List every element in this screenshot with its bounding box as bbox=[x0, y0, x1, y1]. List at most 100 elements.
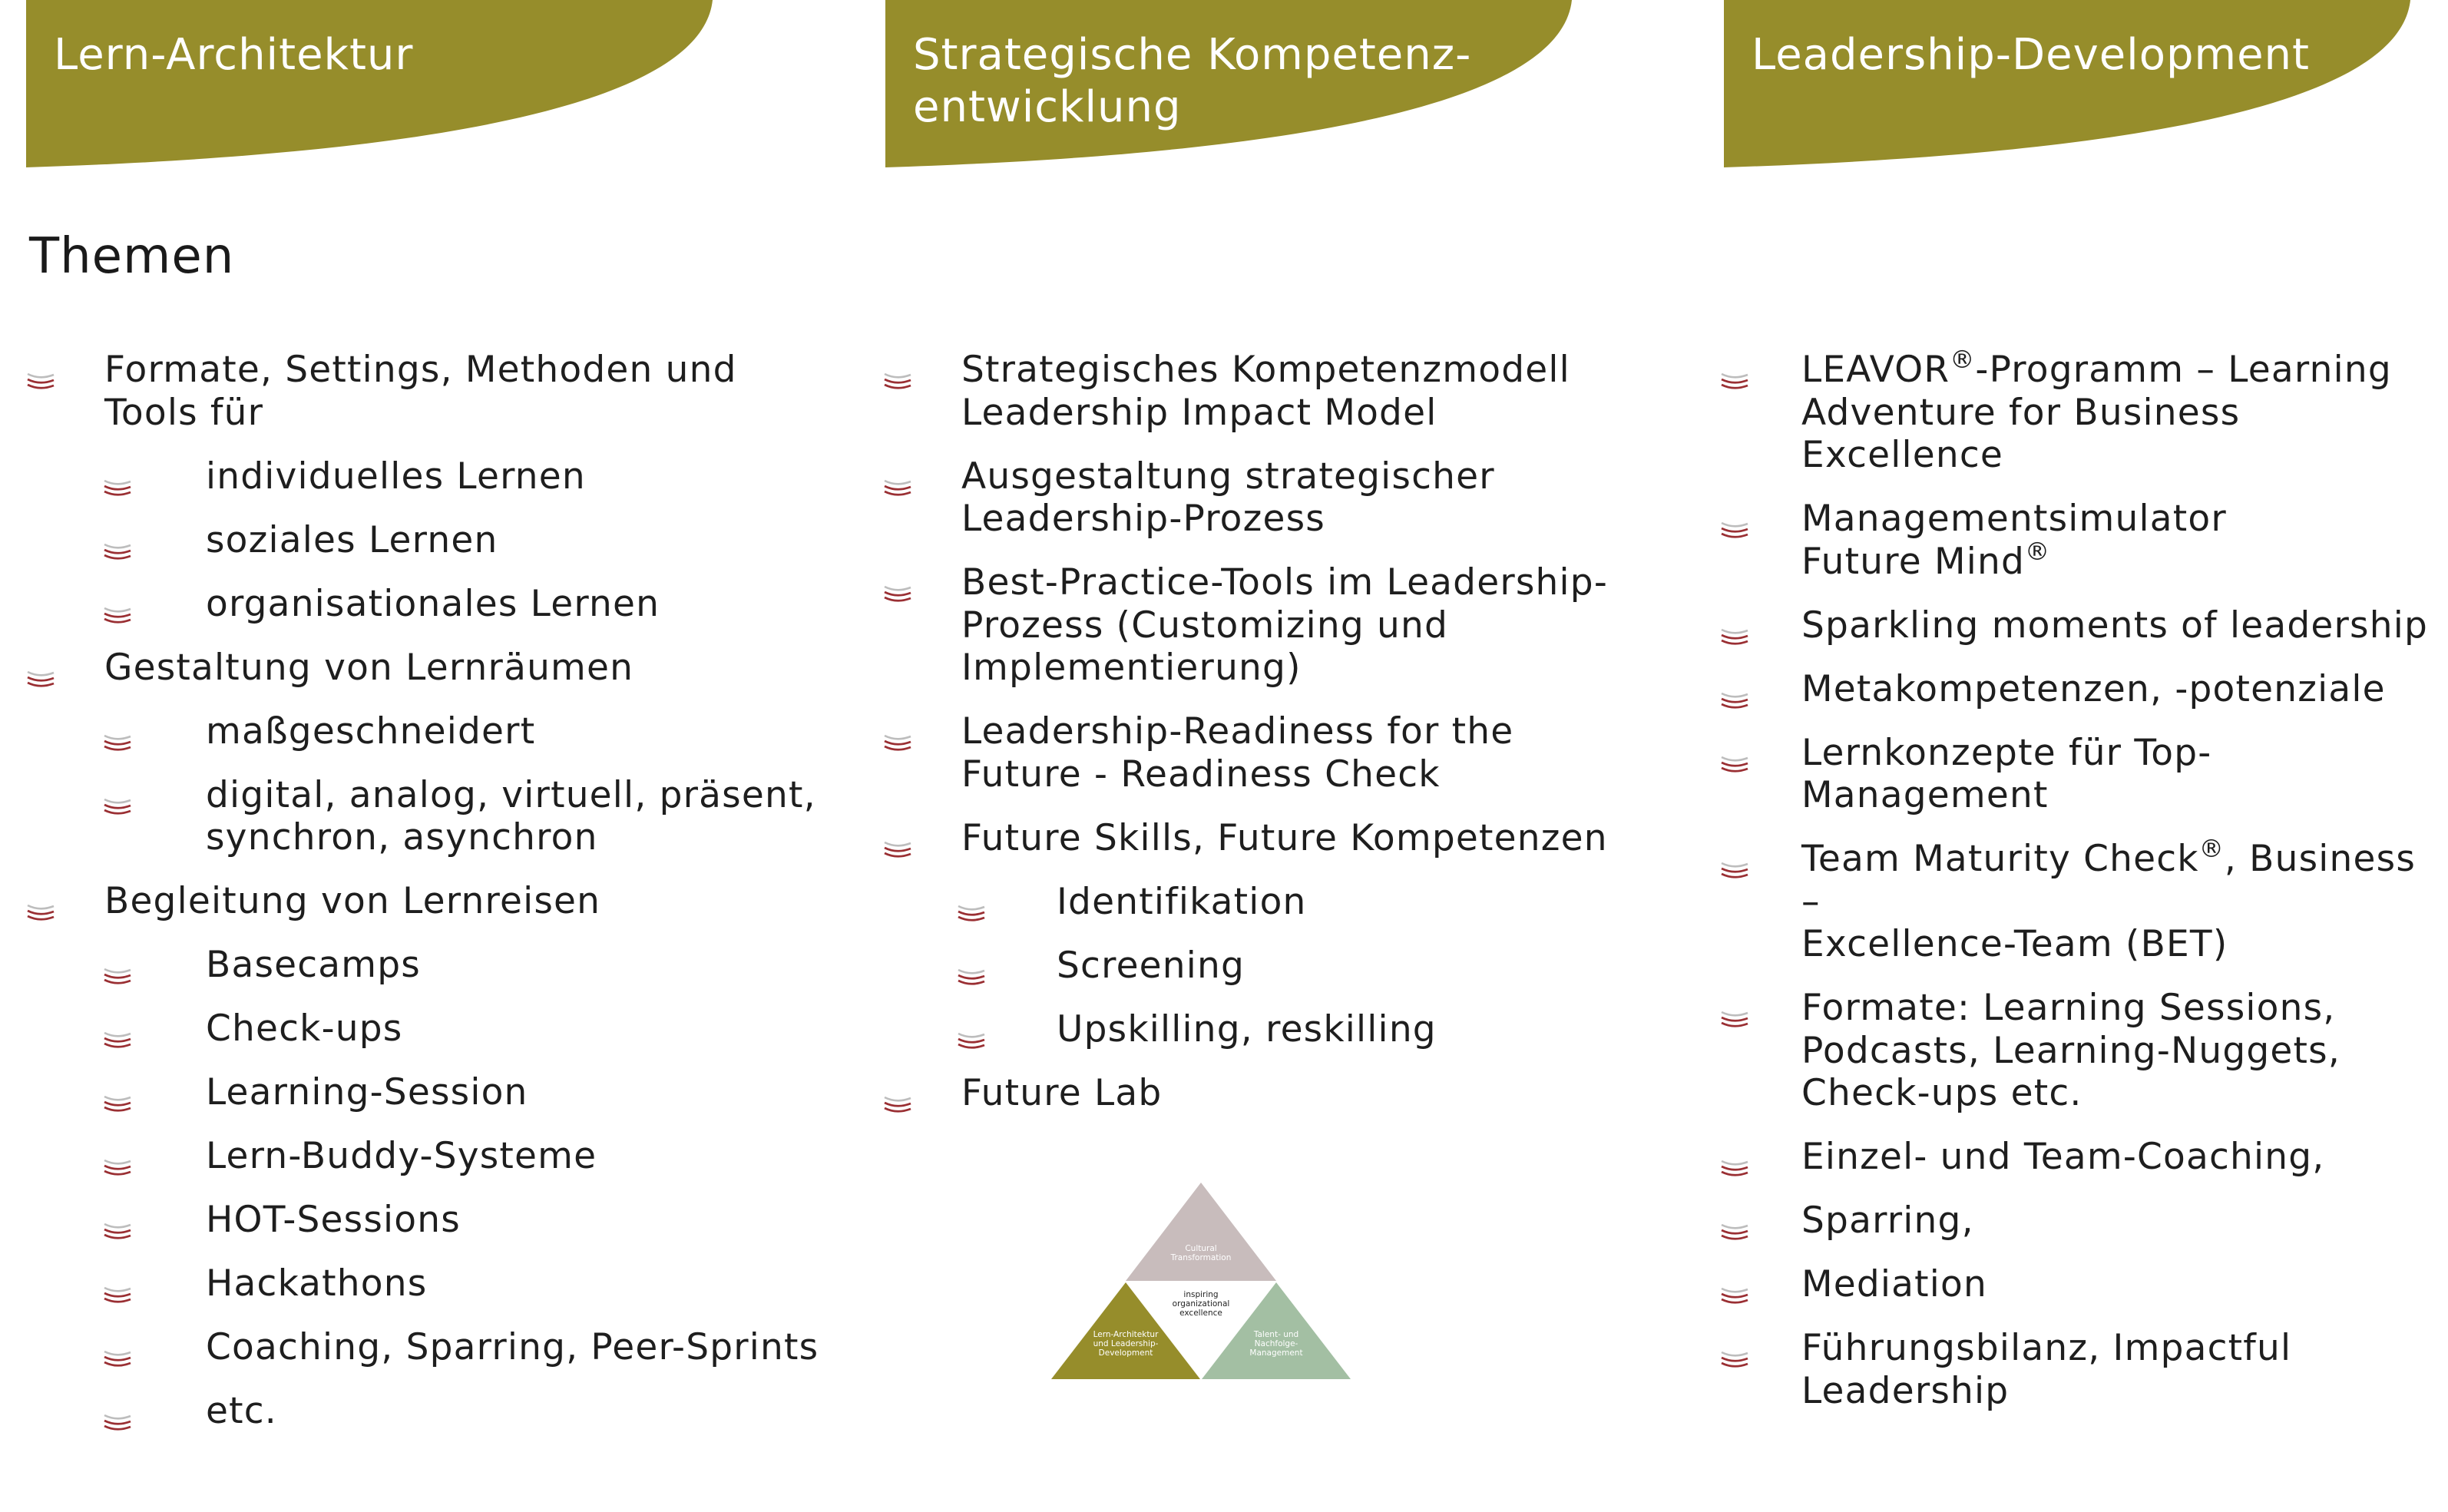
bullet-icon bbox=[103, 1335, 132, 1367]
bullet-icon bbox=[26, 889, 55, 921]
bullet-icon bbox=[883, 358, 912, 389]
bullet-icon bbox=[1720, 1145, 1749, 1176]
topic-list-lern-architektur: Formate, Settings, Methoden und Tools fü… bbox=[26, 349, 855, 1454]
sub-list-item: digital, analog, virtuell, präsent, sync… bbox=[26, 774, 855, 859]
list-item: Strategisches Kompetenzmodell Leadership… bbox=[883, 349, 1651, 434]
bullet-icon bbox=[103, 1272, 132, 1303]
bullet-icon bbox=[1720, 1336, 1749, 1368]
list-item-text: Sparring, bbox=[1801, 1199, 1974, 1242]
bullet-icon bbox=[103, 953, 132, 984]
logo-triangle: Cultural Transformation inspiring organi… bbox=[1049, 1183, 1353, 1379]
sub-list-item: HOT-Sessions bbox=[26, 1199, 855, 1242]
bullet-icon bbox=[103, 720, 132, 751]
list-item: Einzel- und Team-Coaching, bbox=[1720, 1136, 2442, 1179]
sub-list-item: Lern-Buddy-Systeme bbox=[26, 1135, 855, 1178]
logo-triangle-right bbox=[1202, 1282, 1351, 1379]
bullet-icon bbox=[103, 465, 132, 496]
list-item: Leadership-Readiness for the Future - Re… bbox=[883, 710, 1651, 796]
bullet-icon bbox=[1720, 1272, 1749, 1304]
bullet-icon bbox=[103, 1080, 132, 1112]
list-item-text: Führungsbilanz, Impactful Leadership bbox=[1801, 1327, 2292, 1412]
sub-list-item: Coaching, Sparring, Peer-Sprints bbox=[26, 1326, 855, 1369]
logo-triangle-top bbox=[1126, 1183, 1276, 1281]
list-item: Future Lab bbox=[883, 1072, 1651, 1115]
bullet-icon bbox=[883, 720, 912, 751]
sub-list-item: Basecamps bbox=[26, 944, 855, 987]
sub-list-item: Screening bbox=[883, 945, 1651, 988]
topic-list-leadership-development: LEAVOR®-Programm – Learning Adventure fo… bbox=[1720, 345, 2442, 1434]
list-item-text: Gestaltung von Lernräumen bbox=[104, 646, 634, 689]
list-item-text: Ausgestaltung strategischer Leadership-P… bbox=[961, 455, 1495, 541]
logo-triangle-left bbox=[1051, 1282, 1200, 1379]
registered-mark: ® bbox=[1950, 345, 1976, 374]
logo-label-right: Talent- und Nachfolge- Management bbox=[1249, 1330, 1303, 1358]
bullet-icon bbox=[103, 1144, 132, 1176]
bullet-icon bbox=[1720, 614, 1749, 645]
list-item: Team Maturity Check®, Business – Excelle… bbox=[1720, 834, 2442, 966]
list-item: Managementsimulator Future Mind® bbox=[1720, 498, 2442, 583]
bullet-icon bbox=[26, 656, 55, 687]
logo-triangle-graphic bbox=[1051, 1183, 1351, 1379]
sub-list-item: organisationales Lernen bbox=[26, 583, 855, 626]
sub-list-item: Check-ups bbox=[26, 1007, 855, 1050]
bullet-icon bbox=[103, 592, 132, 624]
bullet-icon bbox=[103, 1208, 132, 1239]
tab-label: Strategische Kompetenz- entwicklung bbox=[913, 30, 1472, 132]
list-item-text: Strategisches Kompetenzmodell Leadership… bbox=[961, 349, 1570, 434]
list-item: Sparkling moments of leadership bbox=[1720, 604, 2442, 647]
list-item-text: HOT-Sessions bbox=[206, 1199, 461, 1241]
list-item: Ausgestaltung strategischer Leadership-P… bbox=[883, 455, 1651, 541]
bullet-icon bbox=[883, 1081, 912, 1113]
list-item-text: Managementsimulator Future Mind® bbox=[1801, 498, 2227, 583]
bullet-icon bbox=[1720, 677, 1749, 709]
list-item-text: Identifikation bbox=[1057, 880, 1307, 923]
bullet-icon bbox=[883, 465, 912, 496]
logo-label-top: Cultural Transformation bbox=[1170, 1244, 1232, 1262]
list-item-text: Sparkling moments of leadership bbox=[1801, 604, 2429, 647]
list-item-text: etc. bbox=[206, 1390, 277, 1432]
list-item-text: Future Lab bbox=[961, 1071, 1163, 1114]
list-item: Lernkonzepte für Top-Management bbox=[1720, 732, 2442, 817]
list-item-text: maßgeschneidert bbox=[206, 710, 536, 753]
list-item: Mediation bbox=[1720, 1263, 2442, 1306]
list-item-text: Leadership-Readiness for the Future - Re… bbox=[961, 710, 1514, 796]
list-item-text: soziales Lernen bbox=[206, 518, 498, 561]
topic-list-kompetenzentwicklung: Strategisches Kompetenzmodell Leadership… bbox=[883, 349, 1651, 1136]
bullet-icon bbox=[26, 358, 55, 389]
bullet-icon bbox=[883, 571, 912, 602]
tab-lern-architektur: Lern-Architektur bbox=[26, 0, 713, 167]
list-item: Best-Practice-Tools im Leadership- Proze… bbox=[883, 561, 1651, 690]
sub-list-item: Upskilling, reskilling bbox=[883, 1008, 1651, 1051]
list-item: Sparring, bbox=[1720, 1199, 2442, 1242]
list-item-text: digital, analog, virtuell, präsent, sync… bbox=[206, 773, 816, 859]
bullet-icon bbox=[957, 890, 986, 921]
list-item-text: organisationales Lernen bbox=[206, 582, 660, 625]
bullet-icon bbox=[1720, 358, 1749, 389]
sub-list-item: Hackathons bbox=[26, 1262, 855, 1305]
tab-leadership-development: Leadership-Development bbox=[1724, 0, 2410, 167]
list-item: Gestaltung von Lernräumen bbox=[26, 647, 855, 690]
list-item-text: Upskilling, reskilling bbox=[1057, 1007, 1437, 1050]
list-item-text: Future Skills, Future Kompetenzen bbox=[961, 816, 1608, 859]
list-item-text: LEAVOR®-Programm – Learning Adventure fo… bbox=[1801, 345, 2392, 476]
list-item-text: Einzel- und Team-Coaching, bbox=[1801, 1136, 2325, 1178]
list-item-text: Check-ups bbox=[206, 1007, 403, 1050]
list-item-text: Team Maturity Check®, Business – Excelle… bbox=[1801, 834, 2417, 965]
list-item-text: Metakompetenzen, -potenziale bbox=[1801, 667, 2386, 710]
list-item-text: Formate, Settings, Methoden und Tools fü… bbox=[104, 349, 737, 434]
list-item-text: Screening bbox=[1057, 944, 1246, 987]
logo-label-left: Lern-Architektur und Leadership- Develop… bbox=[1093, 1330, 1159, 1358]
bullet-icon bbox=[1720, 1209, 1749, 1240]
list-item-text: Lern-Buddy-Systeme bbox=[206, 1135, 597, 1177]
tab-shape bbox=[885, 0, 1572, 167]
list-item-text: Hackathons bbox=[206, 1262, 428, 1305]
list-item-text: Mediation bbox=[1801, 1263, 1987, 1305]
list-item-text: individuelles Lernen bbox=[206, 455, 586, 498]
tab-label: Leadership-Development bbox=[1752, 30, 2310, 80]
tab-label: Lern-Architektur bbox=[54, 30, 414, 80]
bullet-icon bbox=[1720, 847, 1749, 878]
sub-list-item: Learning-Session bbox=[26, 1071, 855, 1114]
registered-mark: ® bbox=[2198, 834, 2225, 863]
bullet-icon bbox=[883, 826, 912, 858]
bullet-icon bbox=[957, 1017, 986, 1049]
